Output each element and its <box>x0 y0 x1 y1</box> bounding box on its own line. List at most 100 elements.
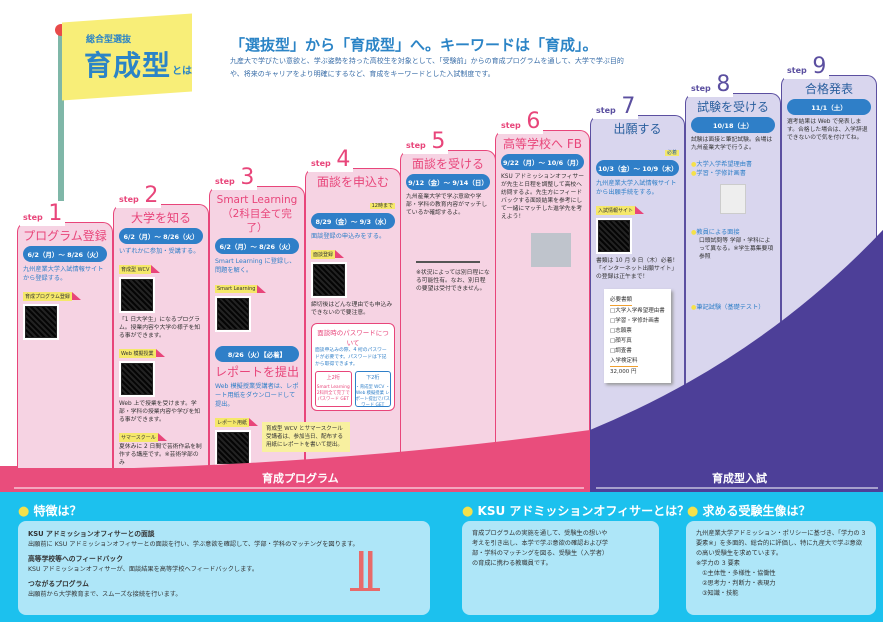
qr-code-icon[interactable] <box>215 430 251 466</box>
flag-title: 育成型 <box>84 49 172 82</box>
interview-illustration-icon <box>416 223 480 263</box>
step-desc: 選考結果は Web で発表します。合格した場合は、入学辞退できないので気を付けて… <box>787 119 868 141</box>
qr-code-icon[interactable] <box>119 361 155 397</box>
qr-tag: Smart Learning <box>215 285 267 293</box>
step-label: step 8 <box>688 72 734 97</box>
step-4: step 4 面談を申込む 12時まで 8/29（金）～ 9/3（水） 面談登録… <box>305 147 401 468</box>
step-note: 締切後はどんな理由でも申込みできないので要注意。 <box>311 302 393 316</box>
step-5: step 5 面談を受ける 9/12（金）～ 9/14（日） 九州産業大学で学ぶ… <box>400 129 496 468</box>
ideal-text: 九州産業大学アドミッション・ポリシーに基づき、「学力の 3 要素※」を多面的、総… <box>696 530 866 557</box>
date-pill: 8/26（火）【必着】 <box>215 346 299 362</box>
qr-code-icon[interactable] <box>23 304 59 340</box>
feature-item: KSU アドミッションオフィサーとの面談出願前に KSU アドミッションオフィサ… <box>28 530 359 548</box>
report-note: 育成型 WCV とサマースクール受講者は、参加当日、配布する用紙にレポートを書い… <box>262 422 350 452</box>
qr-tag: 育成プログラム登録 <box>23 292 81 301</box>
step-label: step 4 <box>308 147 354 172</box>
date-pill: 9/22（月）～ 10/6（月） <box>501 154 584 170</box>
step-title: 合格発表 <box>804 82 853 96</box>
exam-item: ●教員による面接 <box>691 229 740 236</box>
qr-tag: レポート用紙 <box>215 418 259 427</box>
qr-code-icon[interactable] <box>215 296 251 332</box>
step-title: プログラム登録 <box>23 229 107 243</box>
feature-item: つながるプログラム出願前から大学教育まで、スムーズな接続を行います。 <box>28 580 182 598</box>
password-box: 面談時のパスワードについて 面談申込みの際、4 桁のパスワードが必要です。パスワ… <box>311 323 395 411</box>
program-band-label: 育成プログラム <box>262 472 339 485</box>
step-label: step 6 <box>498 109 544 134</box>
school-building-icon <box>531 233 571 267</box>
program-curve-overlay <box>0 430 590 470</box>
flag-subtitle: 総合型選抜 <box>86 35 132 45</box>
officer-card: 育成プログラムの実施を通して、受験生の想いや考えを引き出し、本学で学ぶ意欲の確認… <box>462 521 659 615</box>
step-label: step 2 <box>116 183 162 208</box>
password-text: 面談申込みの際、4 桁のパスワードが必要です。パスワードは下記から取得できます。 <box>315 348 387 367</box>
exam-band-label: 育成型入試 <box>712 472 767 485</box>
ideal-item: ①主体性・多様性・協働性 <box>702 570 776 577</box>
step-desc: 九州産業大学入試情報サイトから登録する。 <box>23 266 104 282</box>
fee: 32,000 円 <box>610 369 637 375</box>
deadline-badge: 必着 <box>664 150 679 156</box>
step-desc: Smart Learning に登録し、問題を解く。 <box>215 258 296 274</box>
step-label: step 9 <box>784 54 830 79</box>
qr-code-icon[interactable] <box>119 277 155 313</box>
date-pill: 9/12（金）～ 9/14（日） <box>406 174 490 190</box>
chart-illustration-icon <box>350 551 380 591</box>
step-title: 出願する <box>613 122 662 136</box>
ideal-item: ②思考力・判断力・表現力 <box>702 580 776 587</box>
intro-text: 九産大で学びたい意欲と、学ぶ姿勢を持った高校生を対象として、「受験前」からの育成… <box>230 57 624 78</box>
date-pill: 8/29（金）～ 9/3（水） <box>311 213 395 229</box>
step-subtitle: レポートを提出 <box>215 365 300 379</box>
interview-desc: 口頭試問等 学部・学科によって異なる。※学生募集要項参照 <box>699 238 774 260</box>
ideal-card: 九州産業大学アドミッション・ポリシーに基づき、「学力の 3 要素※」を多面的、総… <box>686 521 876 615</box>
doc-item: □大学入学希望理由書 <box>610 308 665 314</box>
step-1: step 1 プログラム登録 6/2（月）～ 8/26（火） 九州産業大学入試情… <box>17 201 113 468</box>
step-desc: 試験は面接と筆記試験。会場は九州産業大学で行うよ。 <box>691 137 773 151</box>
step-label: step 1 <box>20 201 66 226</box>
step-title: 高等学校へ FB <box>503 137 582 151</box>
features-heading: ● 特徴は？ <box>18 504 82 519</box>
headline: 「選抜型」から「育成型」へ。キーワードは「育成」。 <box>230 36 598 54</box>
qr-code-icon[interactable] <box>311 262 347 298</box>
ideal-sub: ※学力の 3 要素 <box>696 560 740 567</box>
ideal-item: ③知識・技能 <box>702 590 739 597</box>
step-note: ※状況によっては別日程になる可能性有。なお、別日程の要望は受付できません。 <box>416 270 490 292</box>
step-label: step 5 <box>403 129 449 154</box>
step-3: step 3 Smart Learning（2科目全て完了） 6/2（月）～ 8… <box>209 165 305 468</box>
item-text: Web 上で授業を受けます。学部・学科の授業内容や学びを知る事ができます。 <box>119 401 201 423</box>
item-text: 「1 日大学生」になるプログラム。授業内容や大学の様子を知る事ができます。 <box>119 317 201 339</box>
flag-suffix: とは <box>172 66 192 77</box>
date-pill: 10/3（金）～ 10/9（木） <box>596 160 679 176</box>
date-pill: 11/1（土） <box>787 99 871 115</box>
exam-item: ●筆記試験（基礎テスト） <box>691 304 765 311</box>
step-desc: Web 模擬授業受講者は、レポート用紙をダウンロードして提出。 <box>215 383 299 408</box>
qr-tag: 育成型 WCV <box>119 265 162 274</box>
step-title: 面談を受ける <box>411 157 484 171</box>
password-heading: 面談時のパスワードについて <box>317 329 389 347</box>
step-title: Smart Learning（2科目全て完了） <box>216 194 298 234</box>
date-pill: 10/18（土） <box>691 117 775 133</box>
item-text: 夏休みに 2 日間で芸術作品を制作する講座です。※芸術学部のみ <box>119 444 202 466</box>
date-pill: 6/2（月）～ 8/26（火） <box>215 238 299 254</box>
doc-item: □調査書 <box>610 348 632 354</box>
doc-item: □顔写真 <box>610 338 632 344</box>
exam-item: ●学習・学修計画書 <box>691 170 746 177</box>
doc-item: □学習・学修計画書 <box>610 318 660 324</box>
date-pill: 6/2（月）～ 8/26（火） <box>119 228 203 244</box>
deadline-badge: 12時まで <box>369 203 395 209</box>
doc-item: □志願票 <box>610 328 632 334</box>
exam-item: ●大学入学希望理由書 <box>691 161 753 168</box>
step-2: step 2 大学を知る 6/2（月）～ 8/26（火） いずれかに参加・受講す… <box>113 183 209 468</box>
step-title: 試験を受ける <box>696 100 769 114</box>
step-desc: 面談登録の申込みをする。 <box>311 233 386 240</box>
qr-code-icon[interactable] <box>596 218 632 254</box>
required-docs-card: 必要書類 □大学入学希望理由書 □学習・学修計画書 □志願票 □顔写真 □調査書… <box>604 289 671 383</box>
qr-tag: 入試情報サイト <box>596 206 645 215</box>
password-lower: 下2桁・育成型 WCV ・Web 模擬授業 レポート提出でパスワード GET <box>354 371 391 408</box>
item-tag: サマースクール <box>119 433 167 442</box>
officer-text: 育成プログラムの実施を通して、受験生の想いや考えを引き出し、本学で学ぶ意欲の確認… <box>472 530 609 567</box>
step-desc: KSU アドミッションオフィサーが先生と日程を調整して高校へ訪問するよ。先生方に… <box>501 174 585 220</box>
curve-overlay <box>0 230 883 470</box>
step-label: step 3 <box>212 165 258 190</box>
step-desc: 九州産業大学で学ぶ意欲や学部・学科の教育内容がマッチしているか確認するよ。 <box>406 194 488 216</box>
